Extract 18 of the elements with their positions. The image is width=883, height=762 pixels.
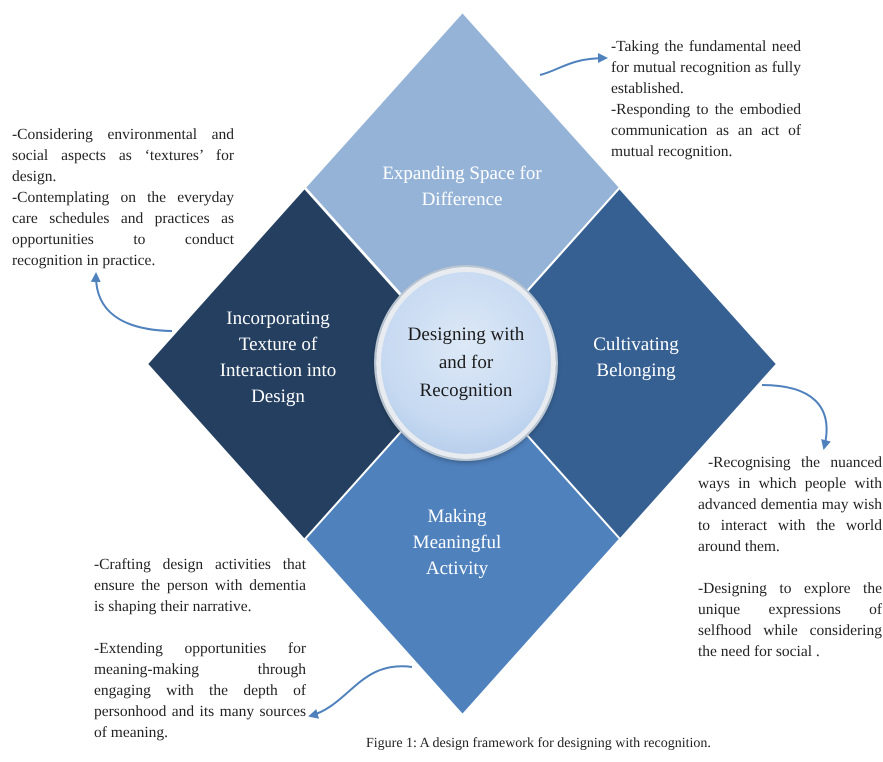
note-paragraph: -Considering environmental and social aspects as ‘textures’ for design. <box>12 125 234 187</box>
circle-title: Designing with and for Recognition <box>406 323 526 403</box>
panel-title: Expanding Space for Difference <box>381 162 543 212</box>
figure-caption: Figure 1: A design framework for designing with recognition. <box>366 736 711 752</box>
note-paragraph: -Recognising the nuanced ways in which people with advanced dementia may wish to interact with the world around them. <box>698 453 882 557</box>
curved-arrow <box>308 665 412 718</box>
note-paragraph: -Taking the fundamental need for mutual recognition as fully established. <box>611 37 801 99</box>
curved-arrow <box>91 272 172 332</box>
note-paragraph: -Responding to the embodied communication as an act of mutual recognition. <box>611 100 801 162</box>
curved-arrow <box>540 53 608 76</box>
note-paragraph: -Extending opportunities for meaning-making through engaging with the depth of personhood and its many sources of meaning. <box>94 639 306 743</box>
panel-title: Cultivating Belonging <box>592 333 680 383</box>
note-paragraph: -Crafting design activities that ensure the person with dementia is shaping their narrative. <box>94 555 306 617</box>
panel-title: Making Meaningful Activity <box>412 505 502 581</box>
panel-title: Incorporating Texture of Interaction into Design <box>218 307 338 409</box>
curved-arrow <box>762 384 830 450</box>
note-paragraph: -Contemplating on the everyday care schedules and practices as opportunities to conduct recognition in practice. <box>12 188 234 271</box>
note-paragraph: -Designing to explore the unique expressions of selfhood while considering the need for social . <box>698 579 882 662</box>
